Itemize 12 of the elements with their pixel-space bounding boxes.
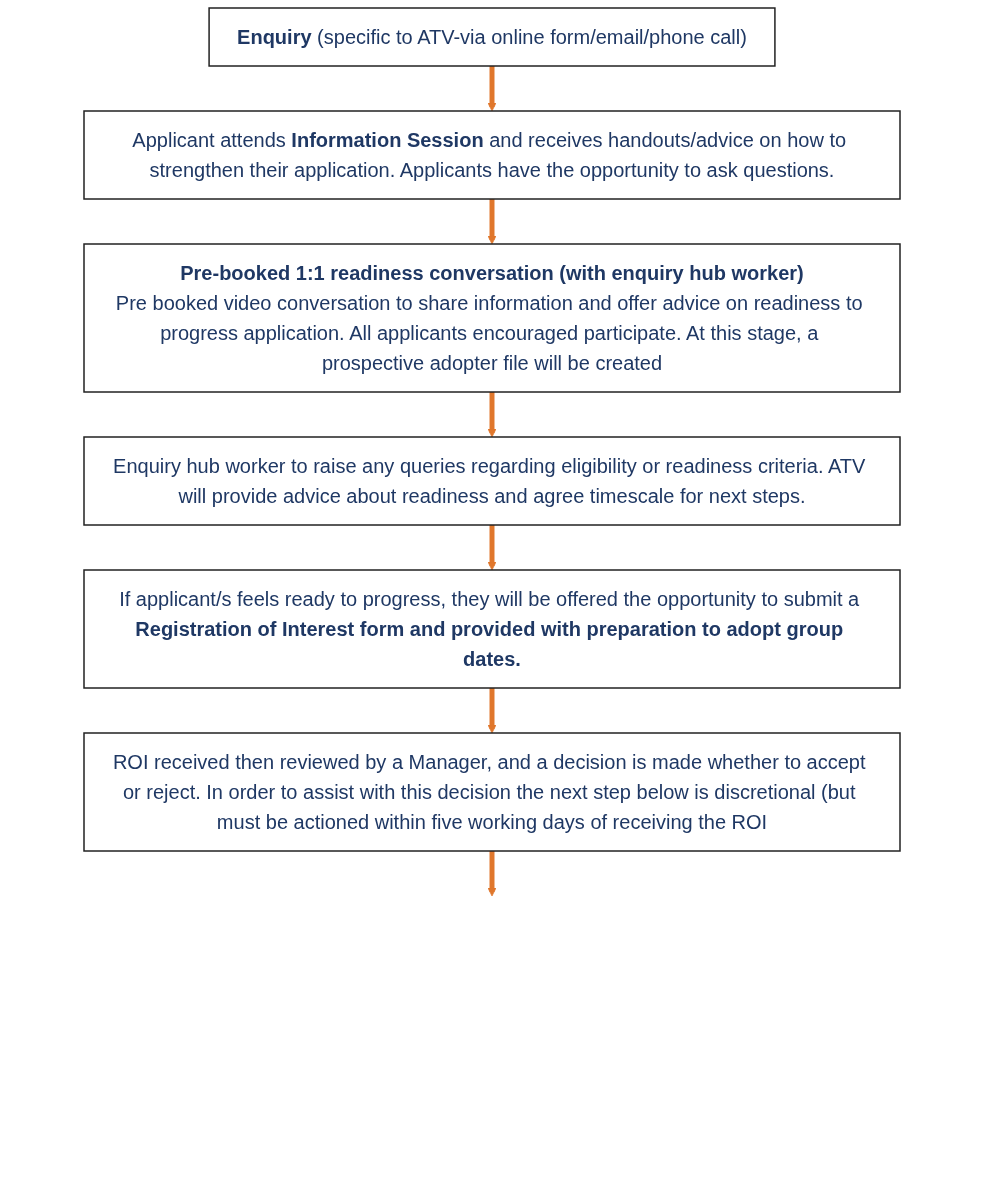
arrow bbox=[487, 525, 497, 571]
node-box: Enquiry hub worker to raise any queries regarding eligibility or readiness criteria. ATV will provide advice about readiness and agree timescale for next steps. bbox=[83, 436, 901, 526]
node-box: ROI received then reviewed by a Manager, and a decision is made whether to accept or reject. In order to assist with this decision the next step below is discretional (but must be actioned within five working days of receiving the ROI bbox=[83, 732, 901, 852]
node-box: If applicant/s feels ready to progress, they will be offered the opportunity to submit a Registration of Interest form and provided with preparation to adopt group dates. bbox=[83, 569, 901, 689]
node-box: Applicant attends Information Session and receives handouts/advice on how to strengthen their application. Applicants have the opportunity to ask questions. bbox=[83, 110, 901, 200]
arrow bbox=[487, 392, 497, 438]
node-box: Enquiry (specific to ATV-via online form/email/phone call) bbox=[208, 7, 776, 67]
arrow bbox=[487, 199, 497, 245]
arrow bbox=[487, 66, 497, 112]
node-box: Pre-booked 1:1 readiness conversation (with enquiry hub worker) Pre booked video conversation to share information and offer advice on readiness to progress application. All applicants encouraged participate. At this stage, a prospective adopter file will be created bbox=[83, 243, 901, 393]
arrow bbox=[487, 688, 497, 734]
arrow bbox=[487, 851, 497, 897]
